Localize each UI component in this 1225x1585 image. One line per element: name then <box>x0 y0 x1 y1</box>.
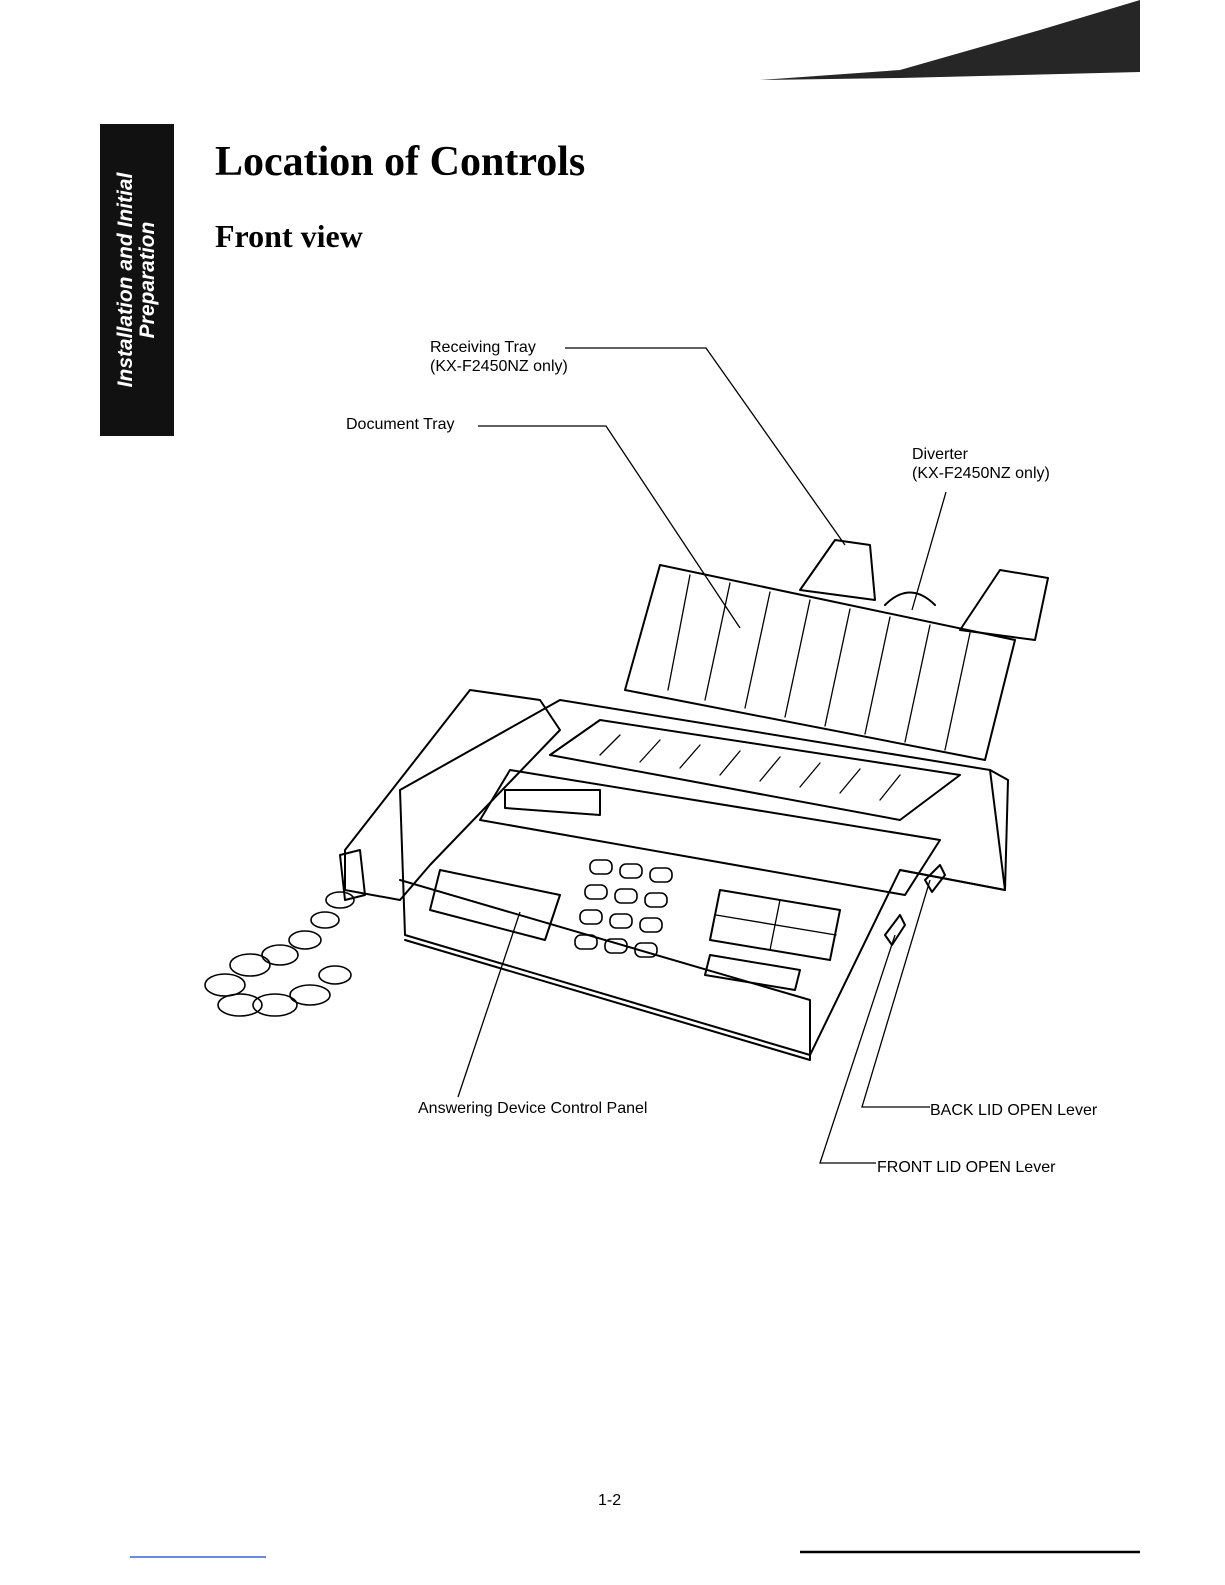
display-window <box>505 790 600 815</box>
leader-front-lid-lever <box>820 935 895 1163</box>
callout-document-tray: Document Tray <box>346 415 454 434</box>
leader-diverter <box>912 492 946 610</box>
diverter <box>885 593 935 606</box>
dial-keypad <box>575 860 672 957</box>
callout-answering-panel: Answering Device Control Panel <box>418 1099 647 1118</box>
front-lid-lever <box>885 915 905 945</box>
fax-body-base <box>400 880 810 1060</box>
callout-back-lid-lever: BACK LID OPEN Lever <box>930 1101 1097 1120</box>
callout-diverter-note: (KX-F2450NZ only) <box>912 465 1050 482</box>
receiving-tray-right <box>960 570 1048 640</box>
document-tray-ribs <box>668 575 970 750</box>
callout-front-lid-lever: FRONT LID OPEN Lever <box>877 1158 1055 1177</box>
callout-receiving-tray-note: (KX-F2450NZ only) <box>430 358 568 375</box>
fax-body <box>400 700 1005 1055</box>
paper-slot <box>550 720 960 820</box>
control-panel <box>480 770 940 895</box>
leader-back-lid-lever <box>862 880 930 1107</box>
leader-receiving-tray <box>565 348 845 545</box>
answering-panel <box>430 870 560 940</box>
callout-receiving-tray-label: Receiving Tray <box>430 339 536 356</box>
callout-diverter: Diverter (KX-F2450NZ only) <box>912 445 1050 483</box>
leader-answering-panel <box>458 912 520 1097</box>
leader-document-tray <box>478 426 740 628</box>
page-number: 1-2 <box>598 1492 621 1510</box>
handset <box>345 690 560 900</box>
handset-cord <box>205 892 354 1016</box>
document-tray <box>625 565 1015 760</box>
callout-leader-lines <box>458 348 946 1163</box>
receiving-tray-left <box>800 540 875 600</box>
callout-diverter-label: Diverter <box>912 446 968 463</box>
callout-receiving-tray: Receiving Tray (KX-F2450NZ only) <box>430 338 568 376</box>
